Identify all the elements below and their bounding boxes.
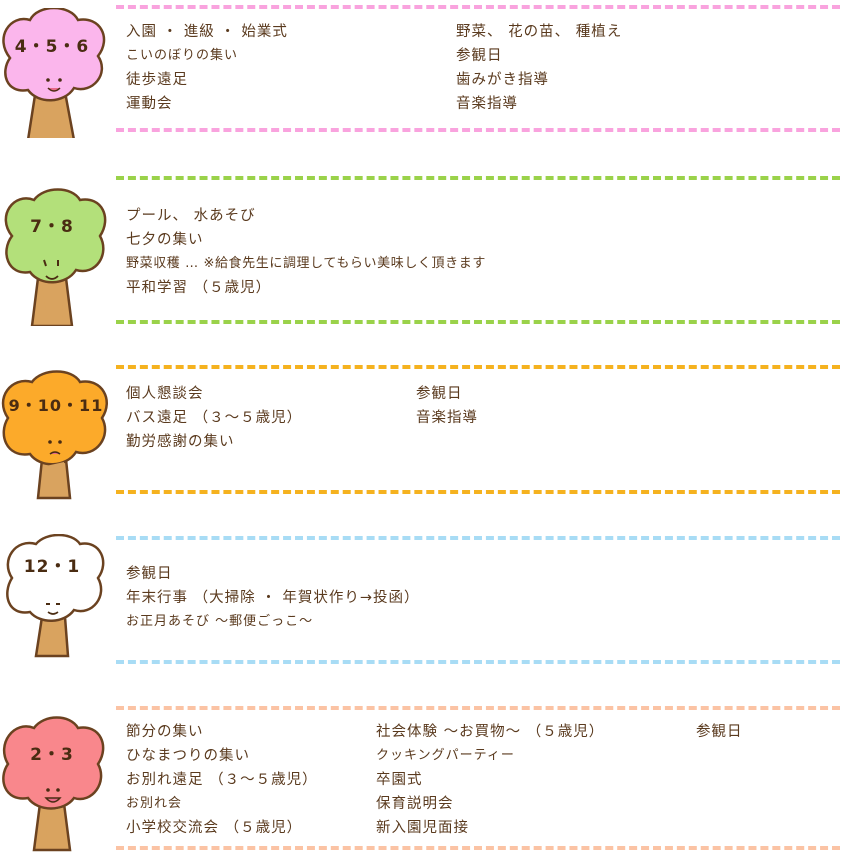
tree-autumn: 9・10・11 [0,370,116,500]
events-column-1: プール、 水あそび 七夕の集い 野菜収穫 … ※給食先生に調理してもらい美味しく… [126,204,486,300]
event-item: 野菜、 花の苗、 種植え [456,24,623,40]
event-item: 参観日 [126,566,173,582]
divider-bottom [116,320,840,324]
tree-autumn-icon [1,370,108,500]
event-item: こいのぼりの集い [126,48,239,63]
season-winter: 12・1 参観日 年末行事 （大掃除 ・ 年賀状作り→投函） お正月あそび ～郵… [0,530,842,670]
events-column-1: 節分の集い ひなまつりの集い お別れ遠足 （３～５歳児） お別れ会 小学校交流会… [126,720,318,840]
divider-top [116,706,840,710]
event-item: 入園 ・ 進級 ・ 始業式 [126,24,288,40]
event-item: 個人懇談会 [126,386,204,402]
period-label: 7・8 [30,217,74,237]
tree-late-winter-icon [2,716,105,852]
events-column-1: 参観日 年末行事 （大掃除 ・ 年賀状作り→投函） お正月あそび ～郵便ごっこ～ [126,562,419,634]
event-item: 参観日 [696,724,743,740]
event-item: 音楽指導 [456,96,518,112]
event-item: 徒歩遠足 [126,72,188,88]
season-autumn: 9・10・11 個人懇談会 バス遠足 （３～５歳児） 勤労感謝の集い 参観日 音… [0,360,842,500]
season-spring: 4・5・6 入園 ・ 進級 ・ 始業式 こいのぼりの集い 徒歩遠足 運動会 野菜… [0,0,842,140]
event-item: お正月あそび ～郵便ごっこ～ [126,614,314,629]
divider-bottom [116,846,840,850]
event-item: 小学校交流会 （５歳児） [126,820,303,836]
event-item: お別れ会 [126,796,183,811]
period-label: 12・1 [23,557,81,577]
event-item: 新入園児面接 [376,820,469,836]
divider-top [116,536,840,540]
period-label: 2・3 [30,745,74,765]
tree-summer-icon [4,188,107,326]
tree-spring-icon [2,8,106,138]
tree-winter-icon [6,534,105,658]
divider-top [116,176,840,180]
event-item: お別れ遠足 （３～５歳児） [126,772,318,788]
events-column-2: 社会体験 ～お買物～ （５歳児） クッキングパーティー 卒園式 保育説明会 新入… [376,720,604,840]
tree-spring: 4・5・6 [0,8,116,138]
tree-summer: 7・8 [0,186,116,326]
event-item: ひなまつりの集い [126,748,250,764]
event-item: プール、 水あそび [126,208,256,224]
event-item: 音楽指導 [416,410,478,426]
event-item: 平和学習 （５歳児） [126,280,272,296]
divider-bottom [116,660,840,664]
events-column-1: 入園 ・ 進級 ・ 始業式 こいのぼりの集い 徒歩遠足 運動会 [126,20,288,116]
event-item: 野菜収穫 … ※給食先生に調理してもらい美味しく頂きます [126,256,486,271]
event-item: 節分の集い [126,724,204,740]
event-item: 保育説明会 [376,796,454,812]
event-item: 社会体験 ～お買物～ （５歳児） [376,724,605,740]
period-label: 4・5・6 [14,37,90,57]
event-item: 卒園式 [376,772,423,788]
divider-bottom [116,128,840,132]
season-late-winter: 2・3 節分の集い ひなまつりの集い お別れ遠足 （３～５歳児） お別れ会 小学… [0,700,842,854]
event-item: 勤労感謝の集い [126,434,235,450]
event-item: 運動会 [126,96,173,112]
event-item: 七夕の集い [126,232,204,248]
events-column-2: 野菜、 花の苗、 種植え 参観日 歯みがき指導 音楽指導 [456,20,622,116]
divider-top [116,365,840,369]
event-item: バス遠足 （３～５歳児） [126,410,303,426]
event-item: 年末行事 （大掃除 ・ 年賀状作り→投函） [126,590,420,606]
tree-winter: 12・1 [0,534,116,660]
events-column-3: 参観日 [696,720,743,744]
event-item: 参観日 [456,48,503,64]
period-label: 9・10・11 [8,396,104,415]
events-column-1: 個人懇談会 バス遠足 （３～５歳児） 勤労感謝の集い [126,382,302,454]
tree-late-winter: 2・3 [0,716,116,852]
divider-top [116,5,840,9]
event-item: 歯みがき指導 [456,72,549,88]
event-item: 参観日 [416,386,463,402]
divider-bottom [116,490,840,494]
event-item: クッキングパーティー [376,748,515,763]
season-summer: 7・8 プール、 水あそび 七夕の集い 野菜収穫 … ※給食先生に調理してもらい… [0,170,842,330]
events-column-2: 参観日 音楽指導 [416,382,478,430]
